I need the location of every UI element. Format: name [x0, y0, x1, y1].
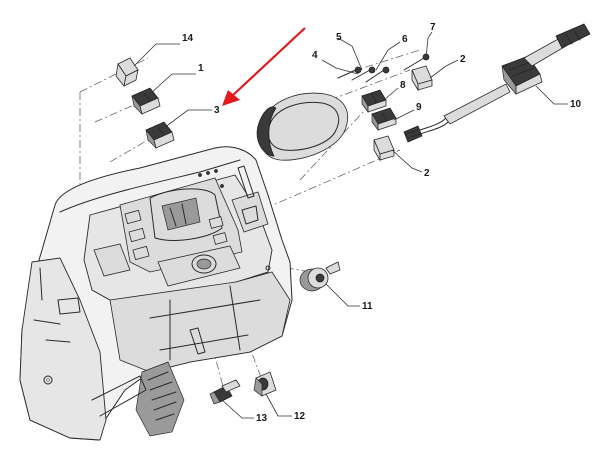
- instrument-cover: [256, 92, 349, 161]
- part-1-rocker-switch: [131, 87, 161, 116]
- red-pointer-arrow: [222, 27, 306, 106]
- part-3-rocker-switch: [145, 121, 175, 150]
- callout-labels: 14 1 3 5 6 7 4 2 8 9 10 2 11 13 12: [182, 22, 582, 424]
- callout-1: 1: [198, 63, 204, 74]
- callout-leaders: [133, 31, 568, 419]
- part-2-blank-cap-lower: [373, 135, 395, 162]
- callout-2-lower: 2: [424, 168, 430, 179]
- callout-5: 5: [336, 32, 342, 43]
- part-14-switch-cap: [115, 57, 139, 87]
- callout-6: 6: [402, 34, 408, 45]
- callout-9: 9: [416, 102, 422, 113]
- part-13-toggle: [209, 379, 241, 405]
- parts-4-7-indicator-pins: [337, 53, 430, 83]
- part-9-switch: [371, 107, 397, 132]
- callout-11: 11: [362, 301, 373, 312]
- callout-2-upper: 2: [460, 54, 466, 65]
- callout-7: 7: [430, 22, 436, 33]
- part-8-switch: [361, 89, 387, 114]
- callout-14: 14: [182, 33, 194, 44]
- callout-4: 4: [312, 50, 318, 61]
- callout-12: 12: [294, 411, 306, 422]
- callout-8: 8: [400, 80, 406, 91]
- callout-10: 10: [570, 99, 582, 110]
- part-10-combination-stalk-switch: [403, 23, 591, 143]
- part-11-ignition-switch: [299, 261, 341, 292]
- dashboard-housing: [19, 146, 293, 441]
- part-2-blank-cap-upper: [411, 65, 433, 92]
- part-12-knob: [253, 371, 277, 397]
- callout-3: 3: [214, 105, 220, 116]
- callout-13: 13: [256, 413, 268, 424]
